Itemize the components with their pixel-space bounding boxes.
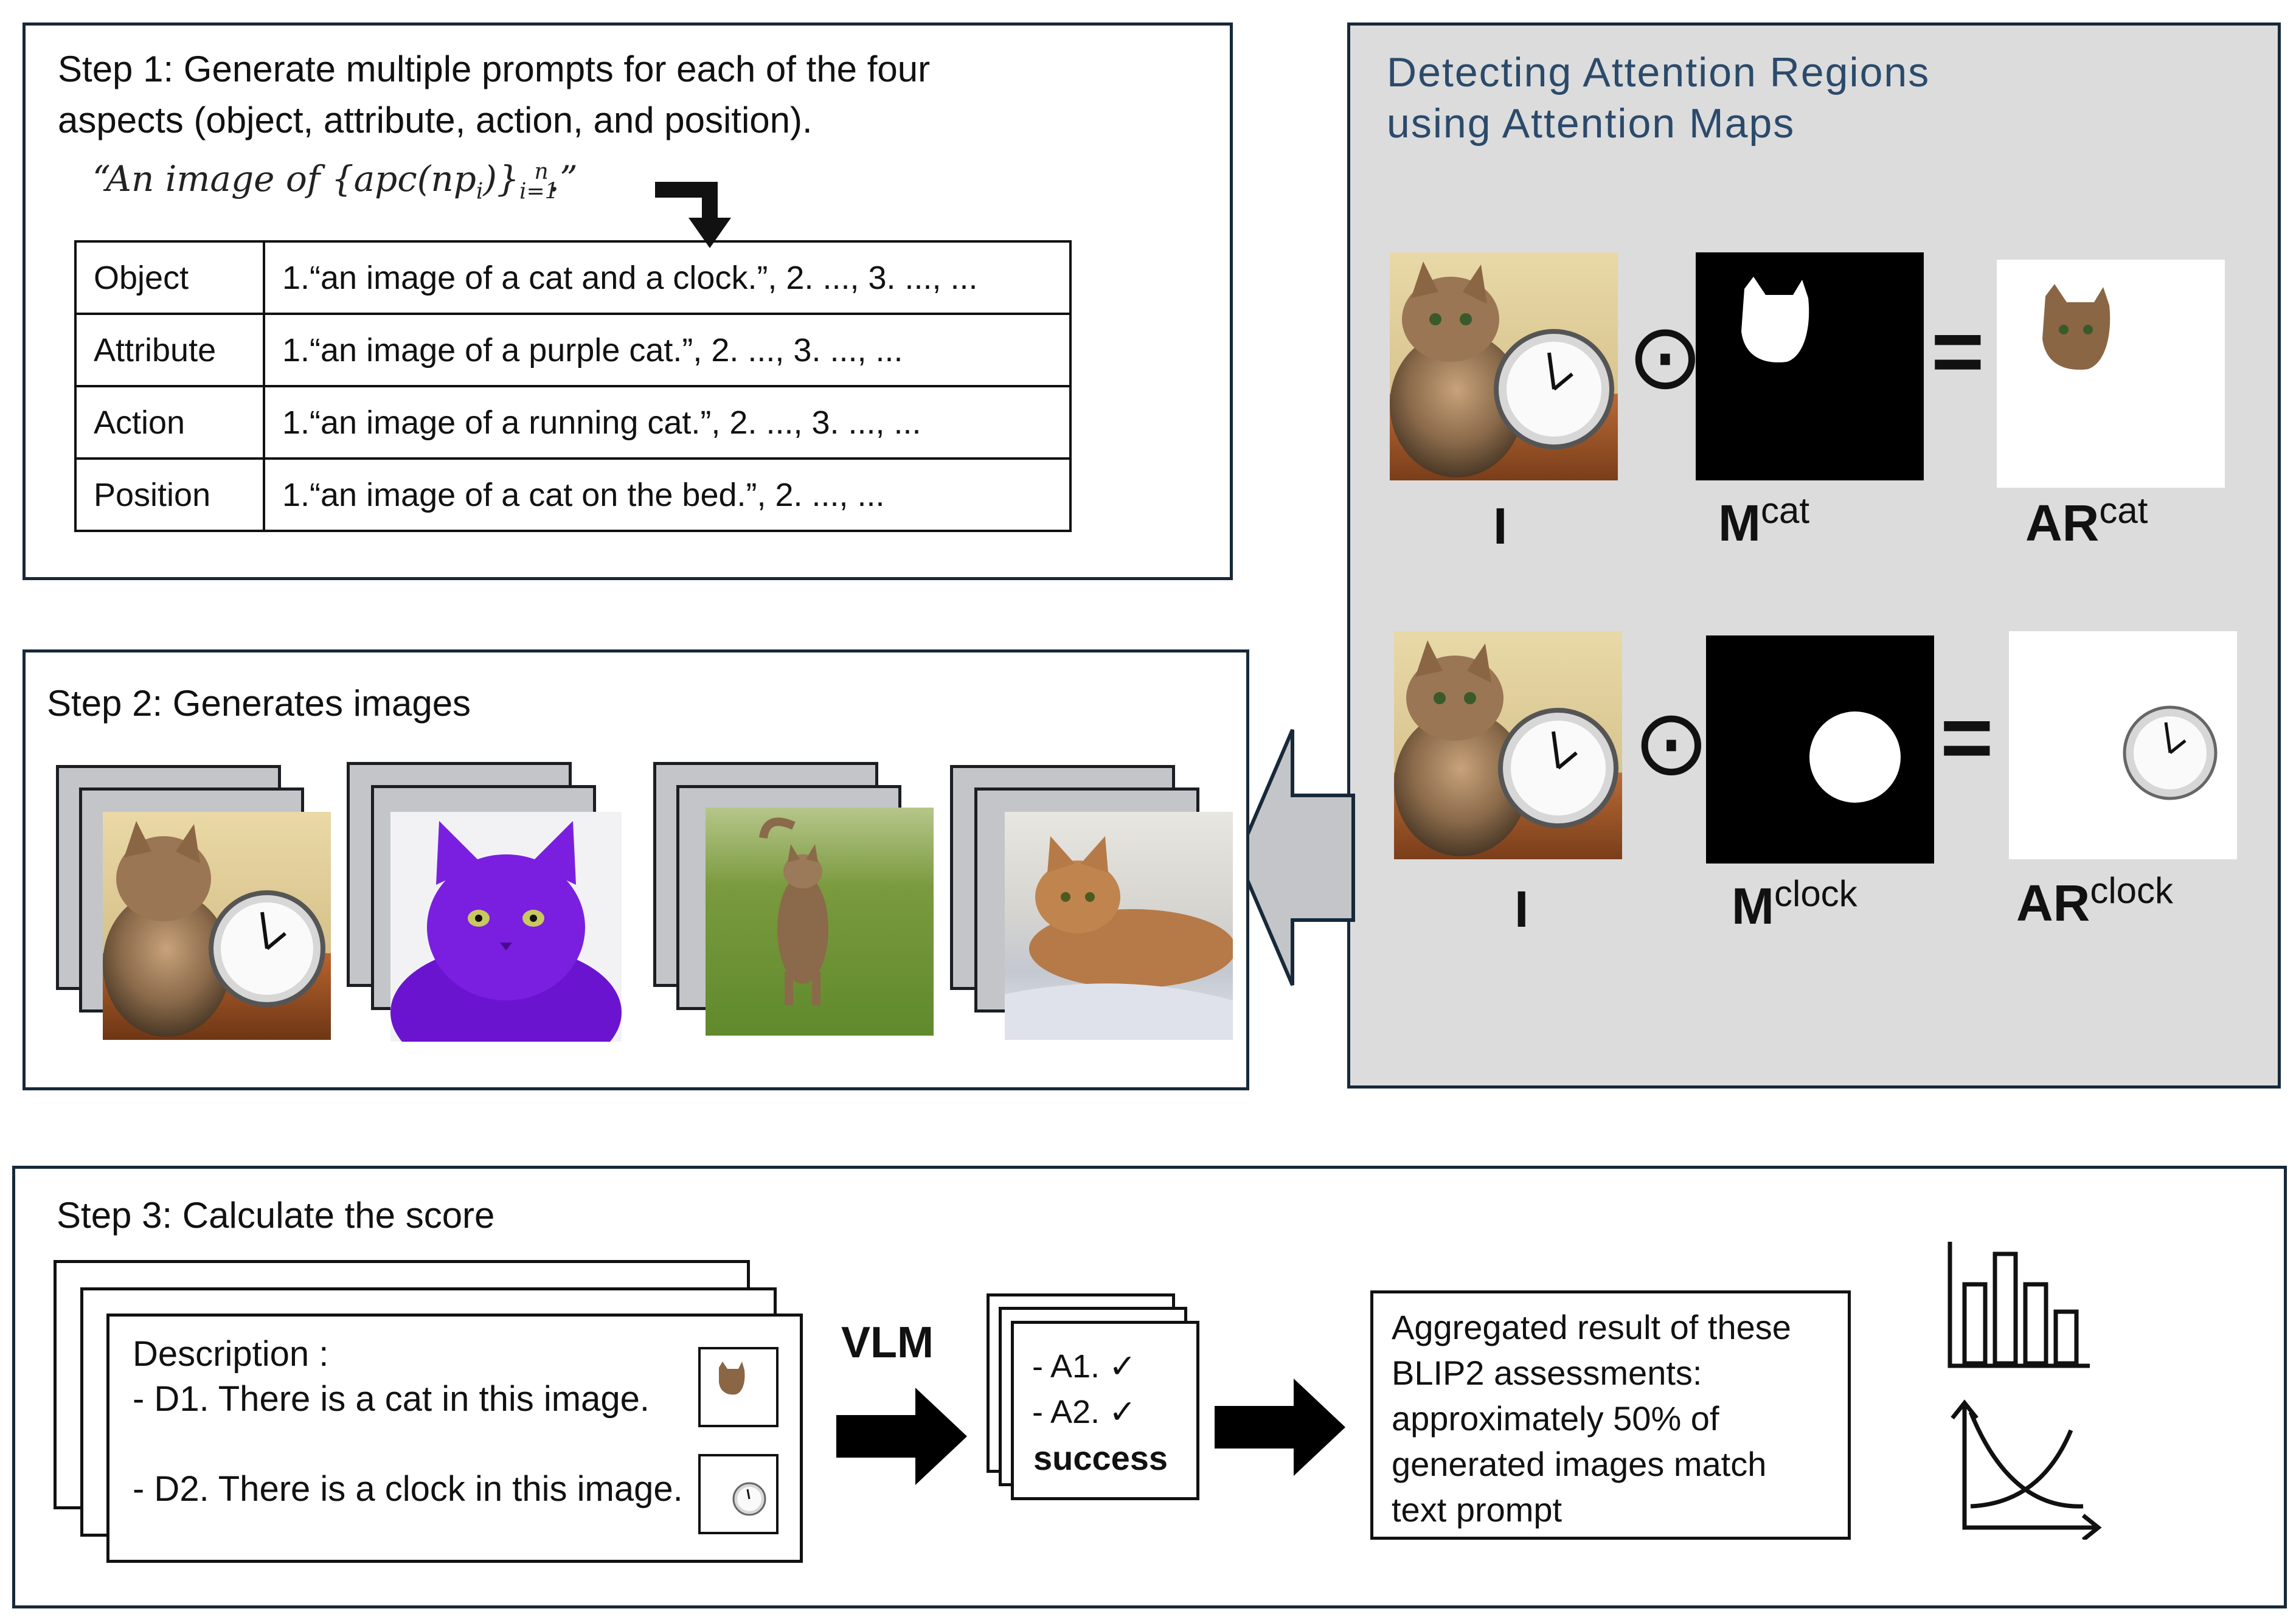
clock-mask — [1706, 635, 1934, 864]
answer-a2: - A2. ✓ — [1032, 1394, 1137, 1430]
example-cell: 1.“an image of a cat on the bed.”, 2. ..… — [263, 457, 1072, 532]
cat-region-thumbnail — [698, 1347, 779, 1427]
mask-label-clock: Mclock — [1732, 876, 1857, 936]
example-cell: 1.“an image of a running cat.”, 2. ..., … — [263, 385, 1072, 460]
answers-card: - A1. ✓ - A2. ✓ success — [1011, 1321, 1199, 1500]
attention-panel: Detecting Attention Regions using Attent… — [1347, 22, 2281, 1089]
attention-title-line1: Detecting Attention Regions — [1387, 49, 1930, 95]
example-cell: 1.“an image of a cat and a clock.”, 2. .… — [263, 240, 1072, 315]
step1-title-line2: aspects (object, attribute, action, and … — [58, 100, 813, 140]
equals-sign: = — [1931, 300, 1985, 402]
step2-panel: Step 2: Generates images — [23, 649, 1249, 1090]
cat-clock-image — [1390, 252, 1618, 480]
mask-label-cat-sup: cat — [1760, 490, 1810, 531]
result-label-cat-sup: cat — [2099, 490, 2148, 531]
hadamard-operator: ⊙ — [1627, 304, 1704, 410]
mask-label-clock-base: M — [1732, 878, 1774, 935]
step2-title: Step 2: Generates images — [47, 683, 471, 724]
step3-panel: Step 3: Calculate the score Description … — [12, 1166, 2287, 1608]
mask-label-cat: Mcat — [1718, 493, 1809, 553]
description-d2: - D2. There is a clock in this image. — [133, 1469, 683, 1509]
left-arrow-icon — [1235, 729, 1355, 986]
result-label-clock: ARclock — [2016, 873, 2173, 933]
table-row: Attribute 1.“an image of a purple cat.”,… — [74, 313, 1072, 387]
mask-label-cat-base: M — [1718, 494, 1761, 552]
generated-image-running-cat — [706, 808, 934, 1036]
vlm-label: VLM — [841, 1318, 934, 1367]
result-label-cat-base: AR — [2025, 494, 2100, 552]
line-chart-icon — [1951, 1399, 2102, 1540]
aspects-table: Object 1.“an image of a cat and a clock.… — [74, 240, 1072, 532]
aggregate-line: text prompt — [1392, 1490, 1562, 1529]
aggregate-line: Aggregated result of these — [1392, 1308, 1791, 1346]
aspect-cell: Attribute — [74, 313, 265, 387]
aggregate-line: approximately 50% of — [1392, 1399, 1719, 1438]
attention-title-line2: using Attention Maps — [1387, 100, 1795, 147]
table-row: Action 1.“an image of a running cat.”, 2… — [74, 385, 1072, 460]
cat-attention-region — [1997, 260, 2225, 488]
table-row: Position 1.“an image of a cat on the bed… — [74, 457, 1072, 532]
image-label-2: I — [1514, 881, 1529, 938]
image-label-1: I — [1493, 497, 1508, 555]
aggregate-result-box: Aggregated result of these BLIP2 assessm… — [1370, 1290, 1851, 1540]
clock-attention-region — [2009, 631, 2237, 859]
description-heading: Description : — [133, 1334, 329, 1374]
aspect-cell: Position — [74, 457, 265, 532]
aggregate-line: generated images match — [1392, 1445, 1767, 1483]
bar-chart-icon — [1947, 1242, 2090, 1368]
aspect-cell: Action — [74, 385, 265, 460]
cat-clock-image — [1394, 631, 1622, 859]
generated-image-purple-cat — [390, 812, 622, 1042]
step1-title-line1: Step 1: Generate multiple prompts for ea… — [58, 49, 931, 89]
step3-title: Step 3: Calculate the score — [57, 1195, 495, 1236]
description-d1: - D1. There is a cat in this image. — [133, 1379, 650, 1419]
table-row: Object 1.“an image of a cat and a clock.… — [74, 240, 1072, 315]
right-arrow-icon — [836, 1388, 967, 1485]
description-card: Description : - D1. There is a cat in th… — [106, 1314, 803, 1563]
answer-a1: - A1. ✓ — [1032, 1348, 1137, 1385]
equals-sign: = — [1940, 686, 1994, 788]
generated-image-cat-on-bed — [1005, 812, 1233, 1040]
down-right-arrow-icon — [655, 182, 731, 248]
cat-mask — [1696, 252, 1924, 480]
success-label: success — [1033, 1439, 1168, 1477]
result-label-clock-base: AR — [2016, 874, 2090, 932]
aspect-cell: Object — [74, 240, 265, 315]
prompt-formula: “An image of {apc(npi)}i=1n.” — [92, 158, 578, 204]
right-arrow-icon — [1215, 1379, 1345, 1476]
clock-region-thumbnail — [698, 1454, 779, 1534]
step1-panel: Step 1: Generate multiple prompts for ea… — [23, 22, 1233, 580]
aggregate-line: BLIP2 assessments: — [1392, 1354, 1702, 1392]
hadamard-operator: ⊙ — [1633, 690, 1710, 796]
mask-label-clock-sup: clock — [1774, 873, 1857, 914]
generated-image-cat-clock — [103, 812, 331, 1040]
result-label-cat: ARcat — [2025, 493, 2148, 553]
example-cell: 1.“an image of a purple cat.”, 2. ..., 3… — [263, 313, 1072, 387]
result-label-clock-sup: clock — [2090, 870, 2174, 911]
